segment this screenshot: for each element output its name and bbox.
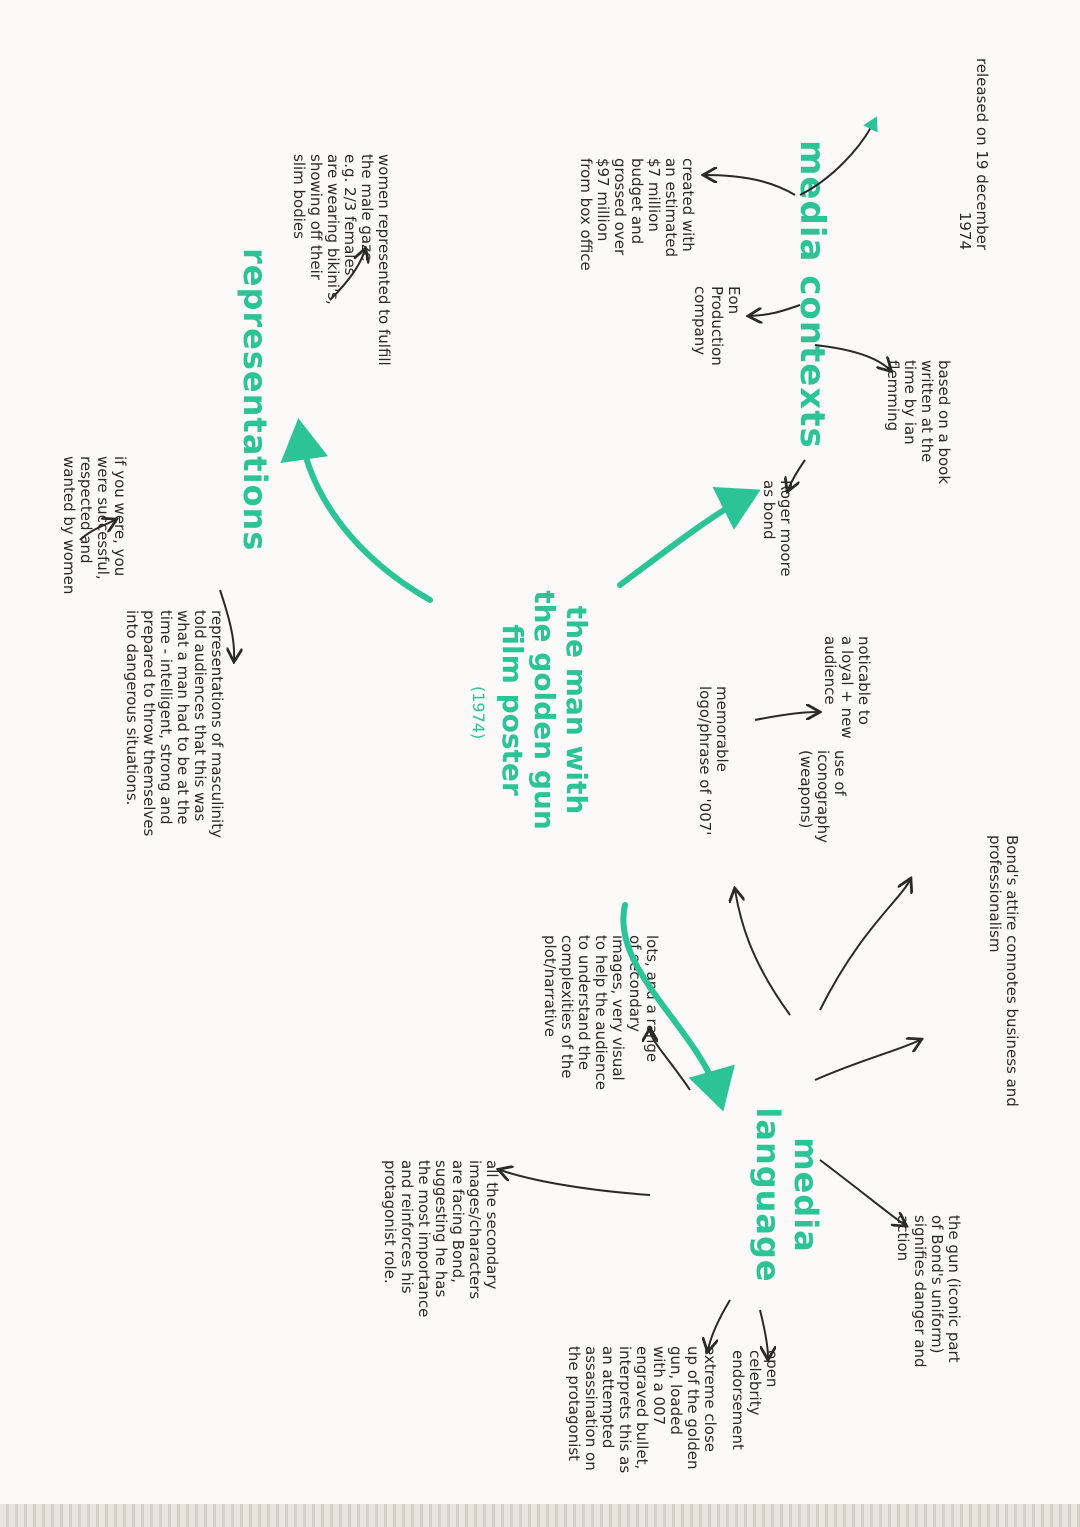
arrow-to-media-language (620, 902, 735, 1112)
arrow-noticeable (754, 712, 818, 721)
arrow-attire (814, 1040, 920, 1081)
arrow-to-media-contexts (617, 486, 761, 588)
arrow-eon (750, 304, 801, 316)
arrow-gun (819, 1159, 905, 1225)
arrow-lots (650, 1030, 691, 1091)
arrow-success (79, 520, 115, 541)
arrow-memorable (735, 890, 791, 1016)
arrow-iconography (819, 880, 910, 1011)
arrow-based-on (814, 344, 890, 370)
arrow-released (799, 116, 878, 196)
arrow-extreme (708, 1299, 731, 1350)
arrow-women (329, 250, 365, 301)
perforated-edge (0, 1504, 1080, 1527)
arrow-roger (788, 459, 806, 490)
arrow-secondary (500, 1170, 651, 1196)
arrow-budget (705, 175, 796, 196)
arrow-masculinity (219, 589, 234, 660)
arrow-celebrity (759, 1309, 768, 1358)
arrow-to-representations (280, 418, 433, 603)
